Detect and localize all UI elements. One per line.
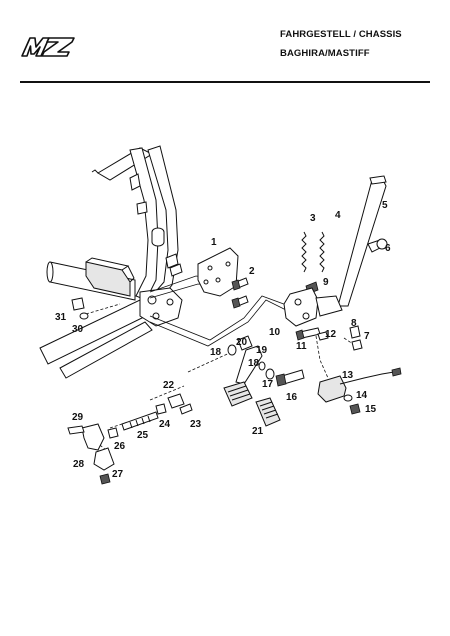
callout-8: 8 [351, 318, 357, 329]
header-title-line1: FAHRGESTELL / CHASSIS [280, 29, 402, 40]
mz-logo [21, 37, 75, 57]
parts-drawing [67, 175, 402, 485]
callout-30: 30 [72, 324, 84, 335]
callout-14: 14 [356, 390, 368, 401]
callout-13: 13 [342, 370, 354, 381]
callout-10: 10 [269, 327, 281, 338]
callout-5: 5 [382, 200, 388, 211]
part-number-callouts: 1 2 3 4 5 6 7 8 9 10 11 12 13 14 15 16 1… [55, 200, 391, 480]
frame-drawing [39, 145, 183, 379]
callout-18b: 18 [248, 358, 260, 369]
callout-31: 31 [55, 312, 67, 323]
callout-11: 11 [296, 341, 307, 352]
callout-6: 6 [385, 243, 391, 254]
callout-26: 26 [114, 441, 126, 452]
callout-24: 24 [159, 419, 171, 430]
callout-2: 2 [249, 266, 255, 277]
callout-21: 21 [252, 426, 264, 437]
callout-18a: 18 [210, 347, 222, 358]
callout-25: 25 [137, 430, 149, 441]
callout-27: 27 [112, 469, 124, 480]
callout-1: 1 [211, 237, 217, 248]
callout-23: 23 [190, 419, 202, 430]
callout-22: 22 [163, 380, 175, 391]
callout-3: 3 [310, 213, 316, 224]
callout-29: 29 [72, 412, 84, 423]
callout-15: 15 [365, 404, 377, 415]
callout-4: 4 [335, 210, 341, 221]
header-title-line2: BAGHIRA/MASTIFF [280, 48, 370, 59]
callout-19: 19 [256, 345, 268, 356]
callout-9: 9 [323, 277, 329, 288]
callout-28: 28 [73, 459, 85, 470]
callout-7: 7 [364, 331, 370, 342]
callout-17: 17 [262, 379, 274, 390]
callout-16: 16 [286, 392, 298, 403]
callout-12: 12 [325, 329, 337, 340]
callout-20: 20 [236, 337, 248, 348]
header-rule [20, 81, 430, 83]
